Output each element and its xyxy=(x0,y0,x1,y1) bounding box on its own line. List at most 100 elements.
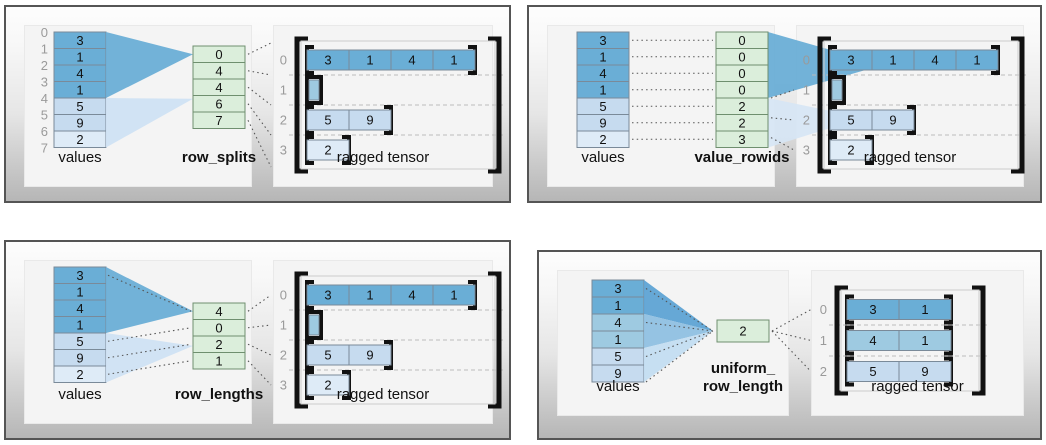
tensor-row-index: 0 xyxy=(820,302,827,317)
tensor-cell: 1 xyxy=(366,53,373,68)
values-label-uniform_row_length: values xyxy=(596,378,640,395)
tensor-cell: 1 xyxy=(450,53,457,68)
tensor-cell: 5 xyxy=(847,113,854,128)
encoding-cell: 2 xyxy=(739,324,746,339)
encoding-label-row_splits: row_splits xyxy=(181,149,257,166)
encoding-label-line1-uniform_row_length: uniform_ xyxy=(710,360,776,377)
encoding-label-row_lengths: row_lengths xyxy=(174,386,264,403)
encoding-cell: 6 xyxy=(215,96,222,111)
tensor-cell: 3 xyxy=(324,288,331,303)
connector-line xyxy=(645,321,714,332)
tensor-cell: 1 xyxy=(366,288,373,303)
tensor-cell: 1 xyxy=(450,288,457,303)
tensor-cell: 2 xyxy=(847,143,854,158)
connector-line xyxy=(247,42,272,55)
connector-line xyxy=(771,330,812,342)
tensor-cell: 3 xyxy=(869,302,876,317)
value-cell: 5 xyxy=(614,349,621,364)
value-cell: 1 xyxy=(76,49,83,64)
value-index-label: 2 xyxy=(41,58,48,73)
tensor-row-index: 2 xyxy=(280,113,287,128)
encoding-cell: 0 xyxy=(738,82,745,97)
connector-line xyxy=(107,274,192,312)
value-cell: 1 xyxy=(76,82,83,97)
value-cell: 4 xyxy=(599,66,606,81)
connector-line xyxy=(770,89,795,99)
tensor-cell: 9 xyxy=(889,113,896,128)
value-cell: 4 xyxy=(76,66,83,81)
tensor-cell: 5 xyxy=(324,348,331,363)
tensor-cell: 5 xyxy=(324,113,331,128)
tensor-outer-bracket xyxy=(294,36,308,174)
value-cell: 1 xyxy=(599,82,606,97)
tensor-cell: 1 xyxy=(921,302,928,317)
tensor-label-value_rowids: ragged tensor xyxy=(863,149,957,166)
connector-line xyxy=(770,117,795,121)
encoding-cell: 0 xyxy=(738,66,745,81)
value-cell: 3 xyxy=(76,268,83,283)
value-cell: 2 xyxy=(76,367,83,382)
value-index-label: 5 xyxy=(41,108,48,123)
tensor-outer-bracket xyxy=(834,285,848,396)
tensor-row-index: 1 xyxy=(280,83,287,98)
value-cell: 3 xyxy=(614,281,621,296)
tensor-row-index: 2 xyxy=(280,348,287,363)
connector-line xyxy=(247,324,272,329)
tensor-row-index: 0 xyxy=(803,53,810,68)
connector-line xyxy=(645,288,714,332)
tensor-outer-bracket xyxy=(294,271,308,409)
tensor-row-index: 1 xyxy=(820,333,827,348)
encoding-cell: 0 xyxy=(738,33,745,48)
encoding-label-line2-uniform_row_length: row_length xyxy=(702,378,783,395)
tensor-outer-bracket xyxy=(1011,36,1025,174)
tensor-row-index: 1 xyxy=(803,83,810,98)
tensor-outer-bracket xyxy=(488,271,502,409)
values-label-row_splits: values xyxy=(58,149,102,166)
encoding-label-value_rowids: value_rowids xyxy=(694,149,790,166)
value-cell: 2 xyxy=(76,132,83,147)
tensor-row-index: 2 xyxy=(803,113,810,128)
connector-line xyxy=(247,86,272,106)
value-cell: 9 xyxy=(76,350,83,365)
encoding-cell: 2 xyxy=(215,337,222,352)
value-index-label: 1 xyxy=(41,42,48,57)
tensor-cell: 9 xyxy=(921,364,928,379)
encoding-cell: 4 xyxy=(215,63,222,78)
tensor-cell: 1 xyxy=(921,333,928,348)
value-cell: 1 xyxy=(614,332,621,347)
value-cell: 3 xyxy=(599,33,606,48)
value-cell: 4 xyxy=(76,301,83,316)
tensor-row-index: 3 xyxy=(280,143,287,158)
tensor-cell: 3 xyxy=(324,53,331,68)
encoding-cell: 1 xyxy=(215,353,222,368)
tensor-cell: 1 xyxy=(889,53,896,68)
value-cell: 1 xyxy=(614,298,621,313)
value-index-label: 4 xyxy=(41,91,48,106)
value-cell: 5 xyxy=(76,334,83,349)
connector-line xyxy=(247,103,272,136)
tensor-cell: 4 xyxy=(869,333,876,348)
tensor-cell: 2 xyxy=(324,378,331,393)
tensor-row-index: 0 xyxy=(280,53,287,68)
connector-line xyxy=(247,294,272,312)
tensor-row-index: 0 xyxy=(280,288,287,303)
connector-line xyxy=(247,120,272,168)
tensor-outer-bracket xyxy=(488,36,502,174)
tensor-cell: 2 xyxy=(324,143,331,158)
value-cell: 5 xyxy=(76,99,83,114)
tensor-cell: 9 xyxy=(366,113,373,128)
encoding-cell: 7 xyxy=(215,113,222,128)
tensor-row-index: 1 xyxy=(280,318,287,333)
connector-line xyxy=(247,343,272,356)
value-cell: 1 xyxy=(599,49,606,64)
tensor-label-row_lengths: ragged tensor xyxy=(336,386,430,403)
value-cell: 5 xyxy=(599,99,606,114)
